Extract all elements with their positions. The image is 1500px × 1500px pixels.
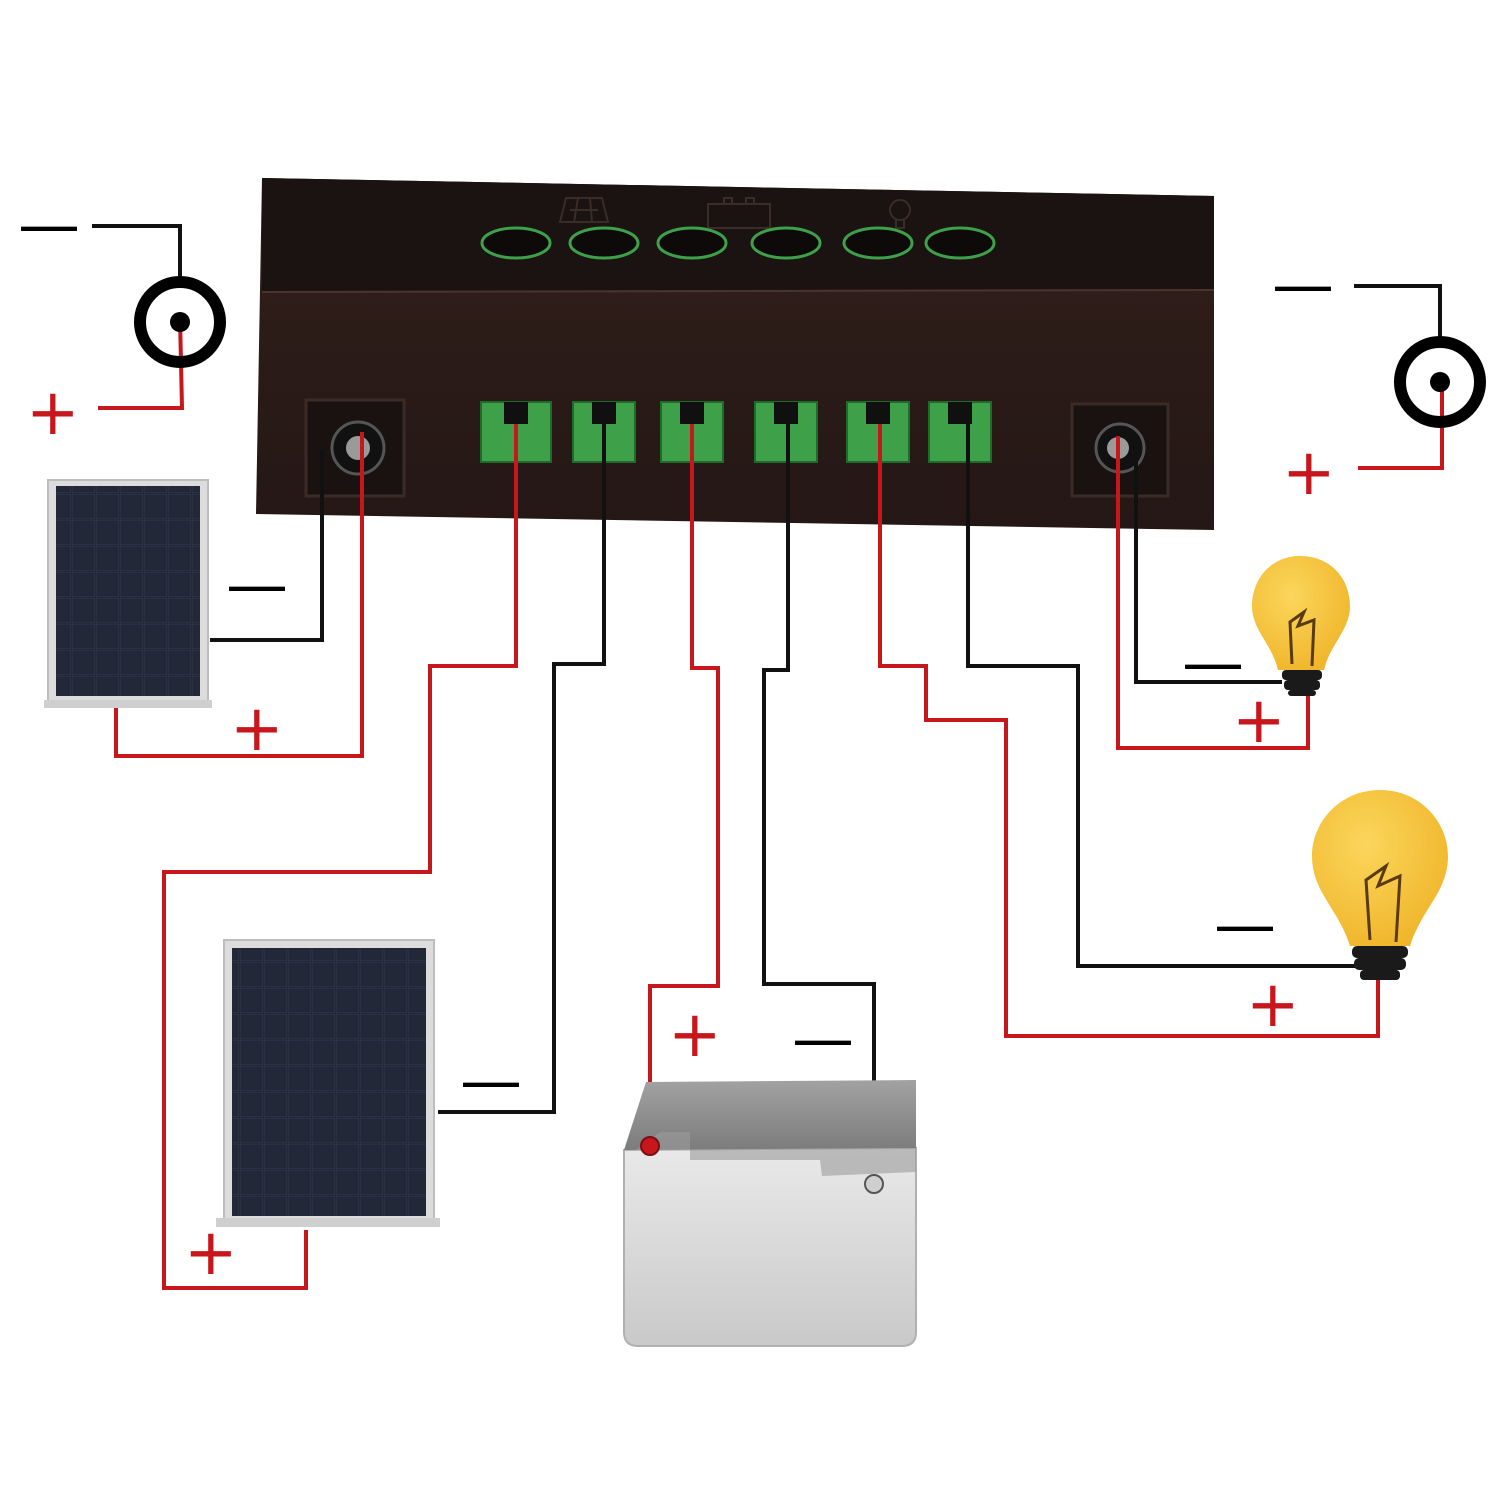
controller-top-face bbox=[262, 178, 1214, 292]
bulb-lower bbox=[1312, 790, 1448, 980]
dc-barrel-plug-icon bbox=[1394, 336, 1486, 428]
terminal-hole bbox=[774, 402, 798, 424]
wire-dc-plug-left-positive bbox=[98, 317, 185, 410]
wire-battery-positive bbox=[648, 424, 720, 1136]
positive-sign-dc-right: + bbox=[1282, 436, 1336, 510]
dc-plug-input bbox=[134, 276, 226, 368]
terminal-hole bbox=[504, 402, 528, 424]
polarity-signs-positive: + + + + + + + bbox=[26, 376, 1336, 1290]
terminal-screw bbox=[656, 226, 728, 260]
terminal-screw bbox=[750, 226, 822, 260]
wire-bulb-upper-negative bbox=[1134, 450, 1282, 684]
negative-sign-battery: — bbox=[792, 1002, 854, 1075]
battery-positive-terminal bbox=[640, 1136, 660, 1156]
positive-sign-dc-left: + bbox=[26, 376, 80, 450]
solar-panel-large bbox=[216, 939, 440, 1227]
charge-controller bbox=[256, 178, 1215, 530]
terminal-screw bbox=[480, 226, 552, 260]
wire-panel-small-negative bbox=[210, 450, 324, 642]
wire-panel-large-positive bbox=[162, 424, 518, 1290]
controller-edge bbox=[261, 289, 1215, 293]
solar-emboss-icon bbox=[558, 197, 610, 223]
wire-dc-plug-right-negative bbox=[1354, 284, 1442, 338]
negative-sign-panel-large: — bbox=[460, 1044, 522, 1117]
negative-sign-bulb-upper: — bbox=[1182, 626, 1244, 699]
wire-dc-plug-right-positive bbox=[1358, 380, 1444, 470]
bulb-upper bbox=[1252, 556, 1350, 696]
terminal-screw bbox=[924, 226, 996, 260]
terminal-hole bbox=[948, 402, 972, 424]
positive-sign-panel-large: + bbox=[184, 1216, 238, 1290]
terminal-screw bbox=[568, 226, 640, 260]
terminal-screw bbox=[842, 226, 914, 260]
bulb-emboss-icon bbox=[889, 199, 911, 229]
negative-sign-dc-left: — bbox=[18, 188, 80, 261]
wire-bulb-lower-positive bbox=[878, 424, 1380, 1038]
solar-panel-icon bbox=[56, 486, 200, 696]
battery-emboss-icon bbox=[707, 197, 771, 229]
negative-sign-bulb-lower: — bbox=[1214, 888, 1276, 961]
dc-jack-left bbox=[304, 398, 406, 498]
terminal-hole bbox=[592, 402, 616, 424]
wire-bulb-lower-negative bbox=[966, 424, 1356, 968]
negative-sign-dc-right: — bbox=[1272, 248, 1334, 321]
dc-plug-output bbox=[1394, 336, 1486, 428]
polarity-signs: — — — — — — — bbox=[18, 188, 1334, 1117]
wires bbox=[92, 224, 1444, 1290]
battery-icon bbox=[623, 1146, 917, 1347]
wire-panel-small-positive bbox=[114, 432, 364, 758]
battery bbox=[623, 1080, 917, 1347]
solar-panel-small bbox=[44, 479, 212, 708]
dc-barrel-plug-icon bbox=[134, 276, 226, 368]
wire-battery-negative bbox=[762, 424, 876, 1176]
positive-sign-bulb-lower: + bbox=[1246, 968, 1300, 1042]
wire-panel-large-negative bbox=[438, 424, 606, 1114]
positive-sign-battery: + bbox=[668, 998, 722, 1072]
terminal-hole bbox=[866, 402, 890, 424]
wire-bulb-upper-positive bbox=[1116, 436, 1310, 750]
terminal-screws bbox=[480, 226, 996, 260]
positive-sign-bulb-upper: + bbox=[1232, 684, 1286, 758]
terminal-hole bbox=[680, 402, 704, 424]
battery-negative-terminal bbox=[864, 1174, 884, 1194]
positive-sign-panel-small: + bbox=[230, 692, 284, 766]
wire-dc-plug-left-negative bbox=[92, 224, 182, 278]
light-bulb-icon bbox=[1312, 790, 1448, 946]
negative-sign-panel-small: — bbox=[226, 548, 288, 621]
solar-panel-icon bbox=[232, 948, 426, 1216]
